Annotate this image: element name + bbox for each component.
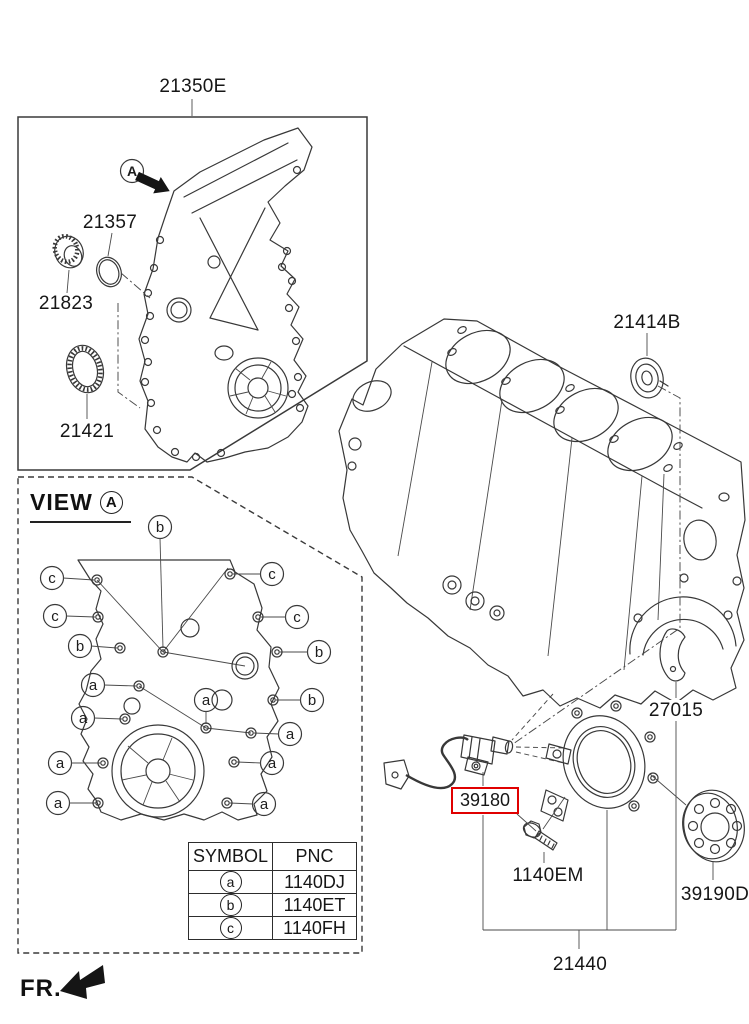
view-a-spokes <box>122 738 193 805</box>
callout-a-left-3: a <box>49 752 109 775</box>
front-direction-label: FR. <box>20 975 62 1002</box>
view-a-cover-drawing <box>78 560 279 820</box>
sensor-39180-drawing <box>384 694 568 789</box>
cap-21414b-drawing <box>513 333 680 744</box>
part-label-21823[interactable]: 21823 <box>38 293 94 314</box>
svg-text:a: a <box>56 755 65 772</box>
callout-a-right-3: a <box>222 793 276 816</box>
callout-c-left-1: c <box>41 567 103 590</box>
callout-a-left-1: a <box>82 674 145 697</box>
cover-spokes <box>230 362 286 414</box>
header-pnc: PNC <box>272 842 357 871</box>
callout-b-left: b <box>69 635 126 658</box>
view-a-marker-top: A <box>121 160 170 194</box>
view-direction-arrow-icon <box>135 171 170 194</box>
timing-cover-drawing <box>139 128 312 462</box>
svg-text:c: c <box>293 609 301 626</box>
symbol-badge-a: a <box>219 871 242 893</box>
view-a-box <box>18 477 362 953</box>
deck-holes <box>447 325 684 473</box>
svg-text:a: a <box>268 755 277 772</box>
table-header-row: SYMBOL PNC <box>188 842 357 871</box>
pnc-cell[interactable]: 1140FH <box>272 916 357 940</box>
part-label-21440[interactable]: 21440 <box>552 954 608 975</box>
view-title-text: VIEW <box>30 489 93 515</box>
part-label-21350e[interactable]: 21350E <box>159 76 227 97</box>
oring-21357-drawing <box>93 233 150 298</box>
part-label-21421[interactable]: 21421 <box>59 421 115 442</box>
part-label-21357[interactable]: 21357 <box>82 212 138 233</box>
table-row: b 1140ET <box>188 893 357 917</box>
svg-text:a: a <box>202 692 211 709</box>
pnc-cell[interactable]: 1140DJ <box>272 870 357 894</box>
svg-text:a: a <box>79 710 88 727</box>
symbol-pnc-table: SYMBOL PNC a 1140DJ b 1140ET c 1140FH <box>188 842 357 940</box>
callout-a-left-4: a <box>47 792 104 815</box>
callout-c-right-2: c <box>253 606 309 629</box>
view-a-marker-badge: A <box>99 491 123 514</box>
seal-21421-drawing <box>61 303 140 419</box>
seal-21823-drawing <box>50 232 87 293</box>
callout-b-top: b <box>149 516 172 658</box>
table-row: a 1140DJ <box>188 870 357 894</box>
symbol-badge-b: b <box>219 894 242 916</box>
plate-39190d-drawing <box>677 785 749 880</box>
callout-c-right-1: c <box>225 563 284 586</box>
front-direction-arrow-icon <box>60 965 105 999</box>
svg-text:c: c <box>48 570 56 587</box>
timing-cover-box <box>18 99 367 470</box>
svg-text:b: b <box>315 644 323 661</box>
svg-text:b: b <box>308 692 316 709</box>
svg-text:c: c <box>51 608 59 625</box>
cover-bolt-holes <box>142 167 304 461</box>
view-a-callouts: b c c b a a a a <box>41 516 331 816</box>
callout-b-right-1: b <box>272 641 331 664</box>
bolt-1140em-drawing <box>517 797 565 863</box>
callout-a-right-1: a <box>246 723 302 746</box>
selected-part-label-39180[interactable]: 39180 <box>451 787 519 814</box>
bracket-27015-drawing <box>660 629 685 698</box>
seal-housing-drawing <box>541 701 686 821</box>
part-label-39190d[interactable]: 39190D <box>680 884 749 905</box>
svg-text:a: a <box>260 796 269 813</box>
part-label-1140em[interactable]: 1140EM <box>512 865 584 886</box>
view-a-title: VIEW A <box>30 489 131 523</box>
callout-a-left-2: a <box>72 707 131 730</box>
engine-block-drawing <box>339 319 745 708</box>
table-row: c 1140FH <box>188 916 357 940</box>
part-label-27015[interactable]: 27015 <box>646 700 706 721</box>
svg-text:b: b <box>76 638 84 655</box>
part-label-21414b[interactable]: 21414B <box>613 312 681 333</box>
callout-a-right-2: a <box>229 752 284 775</box>
header-symbol: SYMBOL <box>188 842 273 871</box>
marker-letter: A <box>127 163 137 179</box>
selected-part-number: 39180 <box>459 790 511 810</box>
callout-c-left-2: c <box>44 605 104 628</box>
svg-text:a: a <box>54 795 63 812</box>
callout-a-center: a <box>195 689 218 734</box>
svg-text:a: a <box>286 726 295 743</box>
pnc-cell[interactable]: 1140ET <box>272 893 357 917</box>
svg-text:c: c <box>268 566 276 583</box>
svg-text:a: a <box>89 677 98 694</box>
symbol-badge-c: c <box>219 917 242 939</box>
callout-b-right-2: b <box>268 689 324 712</box>
svg-text:b: b <box>156 519 164 536</box>
bracket-21440 <box>483 720 676 949</box>
